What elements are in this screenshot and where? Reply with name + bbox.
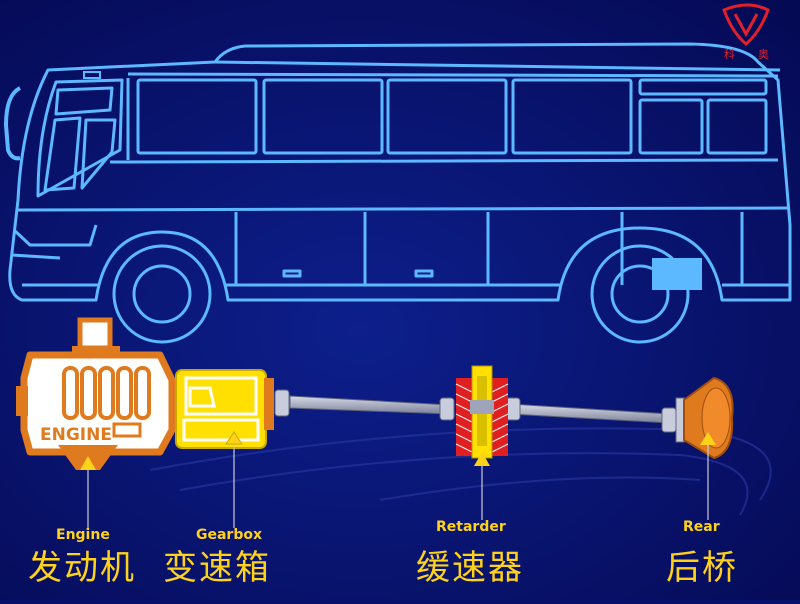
gearbox-label-cn: 变速箱 bbox=[163, 548, 271, 588]
rear-label-en: Rear bbox=[683, 519, 720, 535]
driveshaft bbox=[274, 389, 677, 433]
gearbox bbox=[175, 369, 274, 449]
window-belt-top bbox=[127, 72, 779, 78]
bus-body bbox=[8, 42, 792, 302]
rear-panel bbox=[652, 258, 702, 290]
rear-axle bbox=[675, 376, 734, 460]
engine-label-cn: 发动机 bbox=[28, 548, 136, 588]
logo-text-left: 科 bbox=[724, 48, 735, 61]
company-logo bbox=[722, 3, 770, 46]
roof-line bbox=[214, 60, 781, 72]
skirt-top bbox=[17, 206, 789, 212]
retarder-label-en: Retarder bbox=[436, 519, 506, 535]
rear-label-cn: 后桥 bbox=[666, 548, 738, 588]
roof-marker bbox=[83, 71, 101, 79]
road-swirl bbox=[149, 427, 772, 516]
logo-text-right: 奥 bbox=[758, 48, 769, 61]
pointer-lines bbox=[87, 445, 709, 528]
engine bbox=[16, 317, 180, 470]
window-belt-bottom bbox=[109, 158, 779, 164]
gearbox-label-en: Gearbox bbox=[196, 527, 263, 543]
bus-outline bbox=[4, 42, 792, 344]
retarder bbox=[455, 365, 509, 466]
windshield bbox=[36, 78, 124, 198]
engine-badge: ENGINE bbox=[40, 425, 112, 445]
engine-badge-frame bbox=[112, 422, 142, 438]
retarder-label-cn: 缓速器 bbox=[416, 548, 524, 588]
mirror bbox=[4, 86, 22, 161]
engine-label-en: Engine bbox=[56, 527, 110, 543]
